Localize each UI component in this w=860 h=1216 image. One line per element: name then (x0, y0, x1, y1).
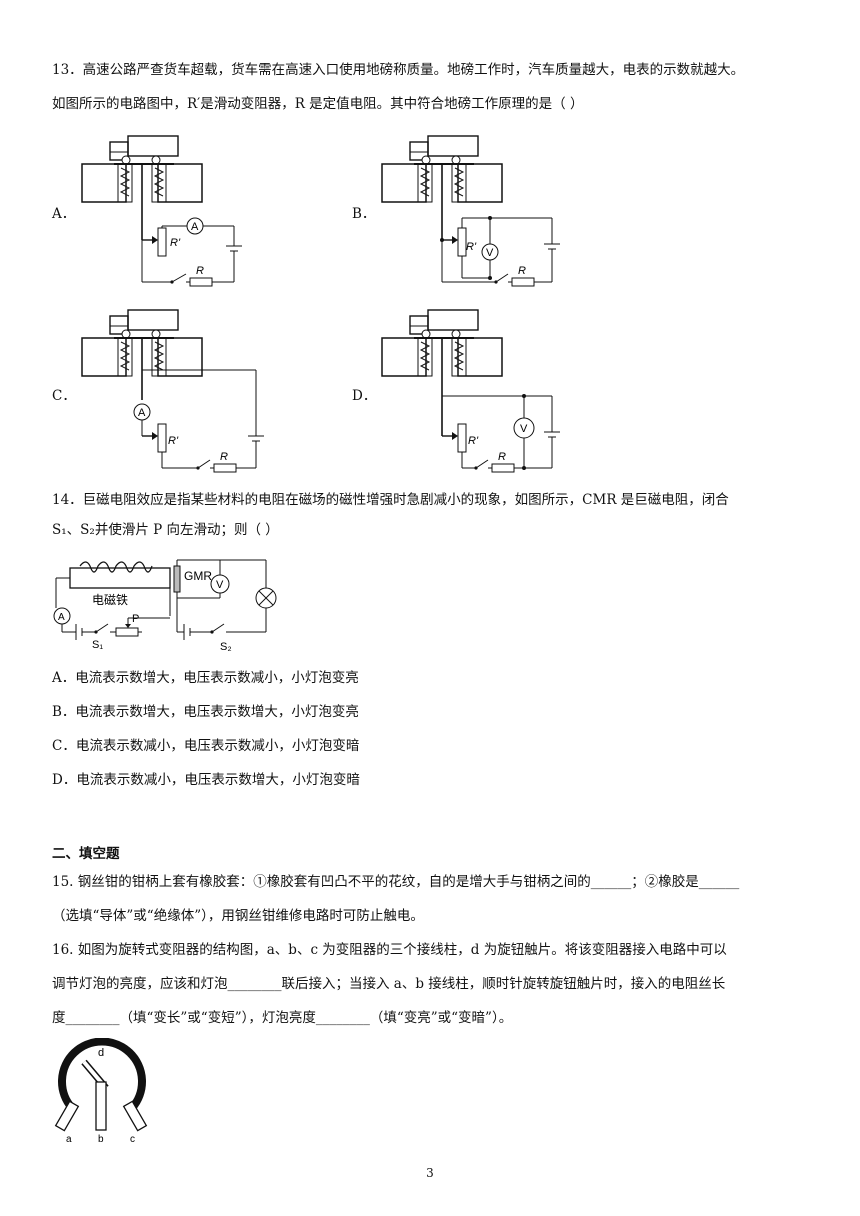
q13-figure-c: A R' R (80, 304, 280, 474)
q13-a-ammeter: A (191, 221, 199, 233)
q16-figure-rotary-rheostat: d a b c (52, 1038, 152, 1148)
q13-c-rprime: R' (168, 435, 179, 447)
q14-option-b: B．电流表示数增大，电压表示数增大，小灯泡变亮 (52, 704, 359, 720)
q14-ammeter: A (58, 612, 65, 623)
q14-figure: 电磁铁 A S₁ P GMR V (44, 556, 284, 656)
q16-text-line2: 调节灯泡的亮度，应该和灯泡________联后接入；当接入 a、b 接线柱，顺时… (52, 976, 726, 992)
q15-text-line2: （选填“导体”或“绝缘体”），用钢丝钳维修电路时可防止触电。 (52, 908, 424, 924)
section-heading-fill-in: 二、填空题 (52, 846, 120, 862)
q13-text-line2: 如图所示的电路图中，R′是滑动变阻器，R 是定值电阻。其中符合地磅工作原理的是（… (52, 96, 584, 112)
q13-option-d-label: D． (352, 388, 377, 404)
q14-option-c: C．电流表示数减小，电压表示数减小，小灯泡变暗 (52, 738, 360, 754)
q13-b-r: R (518, 265, 526, 277)
q14-s2-label: S₂ (220, 641, 232, 653)
q13-figure-b: R' V R (380, 130, 570, 290)
q13-b-rprime: R' (466, 241, 477, 253)
q13-option-a-label: A． (52, 206, 76, 222)
q16-label-a: a (66, 1134, 72, 1145)
q13-a-rprime: R' (170, 237, 181, 249)
q16-text-line1: 16. 如图为旋转式变阻器的结构图，a、b、c 为变阻器的三个接线柱，d 为旋钮… (52, 942, 727, 958)
q13-option-c-label: C． (52, 388, 76, 404)
q13-a-r: R (196, 265, 204, 277)
q13-d-voltmeter: V (520, 423, 528, 435)
q13-c-ammeter: A (138, 407, 146, 419)
q14-text-line2: S₁、S₂并使滑片 P 向左滑动；则（ ） (52, 522, 279, 538)
q14-text-line1: 14．巨磁电阻效应是指某些材料的电阻在磁场的磁性增强时急剧减小的现象，如图所示，… (52, 492, 729, 508)
q14-p-label: P (132, 613, 139, 625)
q14-option-d: D．电流表示数减小，电压表示数增大，小灯泡变暗 (52, 772, 360, 788)
q13-d-rprime: R' (468, 435, 479, 447)
q14-option-a: A．电流表示数增大，电压表示数减小，小灯泡变亮 (52, 670, 359, 686)
q13-figure-a: R' A R (80, 130, 250, 290)
q15-text-line1: 15. 钢丝钳的钳柄上套有橡胶套：①橡胶套有凹凸不平的花纹，自的是增大手与钳柄之… (52, 874, 740, 890)
q16-label-b: b (98, 1134, 104, 1145)
q13-c-r: R (220, 451, 228, 463)
q13-d-r: R (498, 451, 506, 463)
q14-s1-label: S₁ (92, 639, 103, 651)
page-number: 3 (426, 1166, 434, 1180)
q13-option-b-label: B． (352, 206, 376, 222)
q13-text-line1: 13．高速公路严查货车超载，货车需在高速入口使用地磅称质量。地磅工作时，汽车质量… (52, 62, 745, 78)
q16-label-d: d (98, 1047, 104, 1059)
q14-voltmeter: V (216, 579, 224, 591)
q16-label-c: c (130, 1134, 135, 1145)
q14-magnet-label: 电磁铁 (92, 592, 128, 607)
q13-figure-d: R' R V (380, 304, 580, 474)
q16-text-line3: 度________（填“变长”或“变短”），灯泡亮度________（填“变亮”… (52, 1010, 513, 1026)
q13-b-voltmeter: V (486, 247, 494, 259)
q14-gmr-label: GMR (184, 569, 212, 583)
